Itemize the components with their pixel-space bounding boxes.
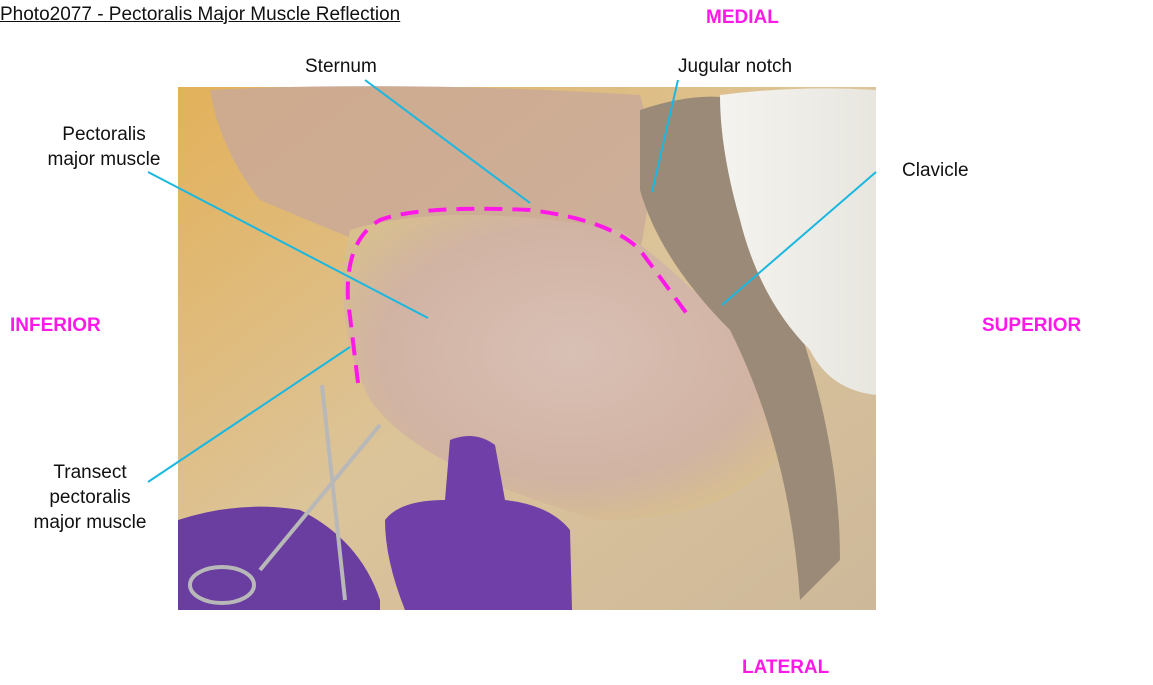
direction-inferior: INFERIOR	[10, 315, 101, 336]
cadaver-photo	[178, 86, 876, 610]
label-line: Transect	[53, 462, 127, 483]
leader-pectoralis	[147, 171, 429, 319]
leader-jugular-notch	[651, 79, 679, 193]
leader-transect	[147, 346, 351, 483]
direction-lateral: LATERAL	[742, 657, 830, 678]
label-clavicle: Clavicle	[902, 160, 969, 181]
label-transect: Transect pectoralis major muscle	[22, 460, 158, 535]
gloved-hand-left	[178, 506, 380, 610]
direction-superior: SUPERIOR	[982, 315, 1082, 336]
page-title: Photo2077 - Pectoralis Major Muscle Refl…	[0, 4, 401, 25]
leader-clavicle	[721, 171, 877, 306]
direction-medial: MEDIAL	[706, 7, 779, 28]
label-line: pectoralis	[49, 487, 131, 508]
label-line: major muscle	[33, 512, 147, 533]
cut-line	[345, 206, 692, 384]
label-sternum: Sternum	[305, 56, 377, 77]
label-jugular-notch: Jugular notch	[678, 56, 793, 77]
gloved-hand-right	[385, 436, 572, 610]
label-pectoralis: Pectoralis major muscle	[36, 122, 172, 172]
label-line: major muscle	[47, 149, 161, 170]
label-line: Pectoralis	[62, 124, 146, 145]
leader-sternum	[364, 79, 531, 204]
scissors	[188, 384, 382, 605]
